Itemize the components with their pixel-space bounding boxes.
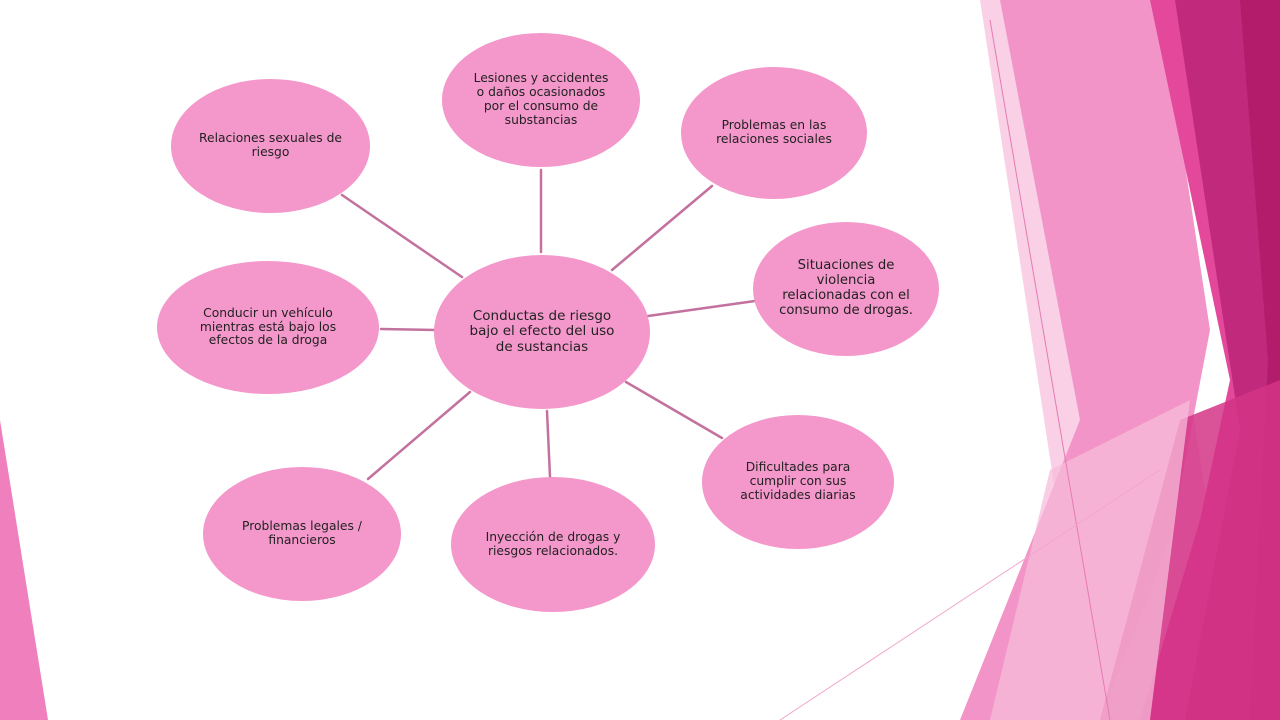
node-violencia: Situaciones de violencia relacionadas co…: [753, 222, 939, 356]
right-deco-thin-line: [989, 19, 1111, 720]
node-inyeccion: Inyección de drogas y riesgos relacionad…: [451, 477, 655, 612]
node-conducir-label: Conducir un vehículo mientras está bajo …: [199, 305, 337, 348]
node-sociales-label: Problemas en las relaciones sociales: [716, 118, 832, 146]
node-conducir: Conducir un vehículo mientras está bajo …: [157, 261, 379, 394]
left-edge-stripe: [0, 420, 48, 720]
node-lesiones-label: Lesiones y accidentes o daños ocasionado…: [473, 71, 609, 127]
node-legales-label: Problemas legales / financieros: [242, 519, 362, 547]
node-dificultades: Dificultades para cumplir con sus activi…: [702, 415, 894, 549]
link-sociales: [610, 184, 714, 272]
node-inyeccion-label: Inyección de drogas y riesgos relacionad…: [485, 529, 621, 558]
link-legales: [366, 390, 472, 481]
node-violencia-label: Situaciones de violencia relacionadas co…: [779, 258, 913, 318]
center-node-label: Conductas de riesgo bajo el efecto del u…: [469, 308, 615, 355]
node-sexuales-label: Relaciones sexuales de riesgo: [199, 131, 342, 159]
link-violencia: [646, 299, 757, 318]
link-dificultades: [624, 380, 724, 440]
right-deco-overlay: [990, 400, 1190, 720]
link-sexuales: [340, 193, 464, 279]
node-sociales: Problemas en las relaciones sociales: [681, 67, 867, 199]
center-node: Conductas de riesgo bajo el efecto del u…: [434, 255, 650, 409]
node-sexuales: Relaciones sexuales de riesgo: [171, 79, 370, 213]
node-lesiones: Lesiones y accidentes o daños ocasionado…: [442, 33, 640, 167]
link-conducir: [379, 327, 438, 332]
node-legales: Problemas legales / financieros: [203, 467, 401, 601]
link-inyeccion: [545, 409, 552, 479]
bottom-deco-thin-line: [779, 469, 1161, 720]
node-dificultades-label: Dificultades para cumplir con sus activi…: [740, 460, 856, 502]
